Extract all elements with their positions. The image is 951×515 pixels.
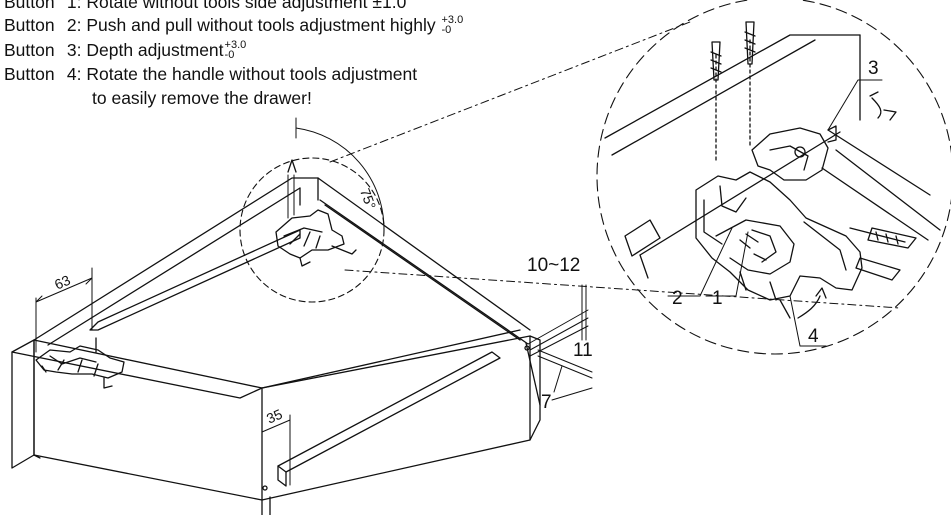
detail-circle-large <box>596 0 951 355</box>
instruction-tolerance: +3.0 -0 <box>441 14 464 36</box>
instruction-number: 2: <box>66 15 82 35</box>
dimension-35 <box>261 414 291 501</box>
tolerance-lower: -0 <box>441 24 452 36</box>
callout-2-label: 2 <box>672 288 683 309</box>
drawer-box <box>11 177 541 515</box>
callout-1-label: 1 <box>712 288 723 309</box>
leader-line-top <box>329 21 691 163</box>
dimension-63 <box>35 267 93 353</box>
tolerance-upper: +3.0 <box>441 14 464 26</box>
instruction-text: Push and pull without tools adjustment h… <box>86 15 436 35</box>
instruction-text: Rotate the handle without tools adjustme… <box>86 64 418 84</box>
instruction-line-2: Button 2: Push and pull without tools ad… <box>4 14 464 36</box>
instruction-text: to easily remove the drawer! <box>92 88 312 108</box>
instruction-number: 3: <box>66 40 82 60</box>
callout-3-label: 3 <box>868 58 879 79</box>
instruction-text: Rotate without tools side adjustment <box>86 0 368 12</box>
instruction-tolerance: ±1.0 <box>372 0 407 12</box>
detail-enlarged-locking-device <box>604 21 941 347</box>
angle-arc <box>295 127 385 231</box>
dimension-7-label: 7 <box>541 392 552 413</box>
callout-4-label: 4 <box>808 326 819 347</box>
dimension-right <box>527 284 593 401</box>
rear-locking-device <box>275 159 357 267</box>
dimension-10-12-label: 10~12 <box>527 255 581 276</box>
instruction-line-4: Button 4: Rotate the handle without tool… <box>4 64 417 84</box>
instruction-line-1: Button 1: Rotate without tools side adju… <box>4 0 406 12</box>
dimension-11-label: 11 <box>573 340 593 361</box>
tolerance-upper: +3.0 <box>224 39 247 51</box>
instruction-number: 4: <box>66 64 82 84</box>
instruction-text: Depth adjustment <box>86 40 224 60</box>
instruction-button-word: Button <box>4 64 55 84</box>
instruction-line-3: Button 3: Depth adjustment +3.0 -0 <box>4 39 247 61</box>
left-locking-device <box>35 345 125 389</box>
instruction-number: 1: <box>66 0 82 12</box>
tolerance-lower: -0 <box>224 49 235 61</box>
instruction-button-word: Button <box>4 15 55 35</box>
instruction-button-word: Button <box>4 0 55 12</box>
instruction-line-4-continued: to easily remove the drawer! <box>92 88 312 108</box>
instruction-tolerance: +3.0 -0 <box>224 39 247 61</box>
instruction-button-word: Button <box>4 40 55 60</box>
leader-line-bottom <box>344 269 901 309</box>
